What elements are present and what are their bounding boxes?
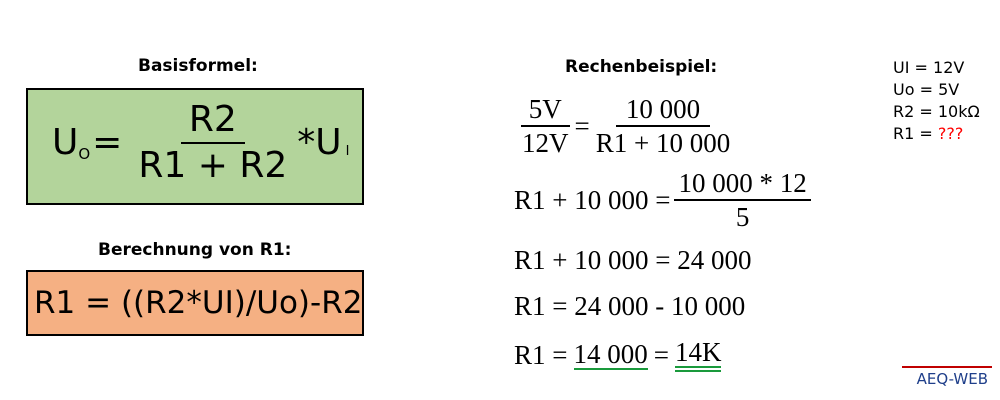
- example-line-2: R1 + 10 000 = 10 000 * 12 5: [514, 170, 811, 231]
- given-row-ui: UI = 12V: [893, 57, 980, 79]
- given-values: UI = 12V Uo = 5V R2 = 10kΩ R1 = ???: [893, 57, 980, 145]
- basis-lhs-sub: O: [78, 144, 91, 163]
- example-line-3: R1 + 10 000 = 24 000: [514, 247, 751, 274]
- line2-fraction: 10 000 * 12 5: [674, 170, 811, 232]
- line1-right-den: R1 + 10 000: [595, 128, 731, 158]
- line1-left-num: 5V: [520, 96, 570, 127]
- basis-times: *: [297, 122, 316, 163]
- line3-text: R1 + 10 000 = 24 000: [514, 245, 752, 275]
- example-heading: Rechenbeispiel:: [565, 57, 718, 77]
- given-label: UI: [893, 58, 910, 77]
- given-label: Uo: [893, 80, 915, 99]
- line1-left-den: 12V: [522, 128, 569, 158]
- basis-equals: =: [92, 122, 123, 163]
- basis-numerator: R2: [180, 102, 245, 144]
- given-row-r2: R2 = 10kΩ: [893, 101, 980, 123]
- basis-heading: Basisformel:: [138, 56, 258, 76]
- line5-lhs: R1 =: [514, 340, 568, 370]
- line5-result: 14K: [674, 339, 722, 372]
- given-label: R1: [893, 124, 915, 143]
- basis-lhs-var: U: [52, 122, 79, 163]
- basis-rhs-sub: I: [345, 143, 350, 159]
- line1-eq: =: [574, 111, 590, 141]
- example-line-4: R1 = 24 000 - 10 000: [514, 293, 745, 320]
- given-label: R2: [893, 102, 915, 121]
- line4-text: R1 = 24 000 - 10 000: [514, 291, 746, 321]
- calc-formula: R1 = ((R2*UI)/Uo)-R2: [34, 285, 363, 321]
- given-value: = 10kΩ: [914, 102, 980, 121]
- line2-lhs: R1 + 10 000 =: [514, 185, 671, 215]
- given-row-r1: R1 = ???: [893, 123, 980, 145]
- line1-right-fraction: 10 000 R1 + 10 000: [592, 96, 735, 157]
- example-line-1: 5V 12V = 10 000 R1 + 10 000: [518, 96, 734, 157]
- line2-den: 5: [735, 202, 750, 232]
- brand-logo: AEQ-WEB: [916, 370, 988, 388]
- given-row-uo: Uo = 5V: [893, 79, 980, 101]
- calc-formula-box: R1 = ((R2*UI)/Uo)-R2: [26, 270, 364, 336]
- basis-rhs-var: U: [315, 122, 342, 163]
- line5-eq: =: [653, 340, 669, 370]
- calc-heading: Berechnung von R1:: [98, 240, 292, 260]
- basis-denominator: R1 + R2: [138, 145, 288, 186]
- line1-left-fraction: 5V 12V: [518, 96, 573, 157]
- given-value: = 12V: [909, 58, 965, 77]
- line2-num: 10 000 * 12: [674, 170, 811, 201]
- basis-fraction: R2 R1 + R2: [130, 102, 295, 184]
- brand-divider: [902, 366, 992, 368]
- line1-right-num: 10 000: [615, 96, 711, 127]
- given-value: = 5V: [914, 80, 960, 99]
- unknown-value: ???: [937, 124, 964, 143]
- example-line-5: R1 = 14 000 = 14K: [514, 339, 722, 372]
- given-value: =: [914, 124, 938, 143]
- line5-value: 14 000: [573, 339, 648, 370]
